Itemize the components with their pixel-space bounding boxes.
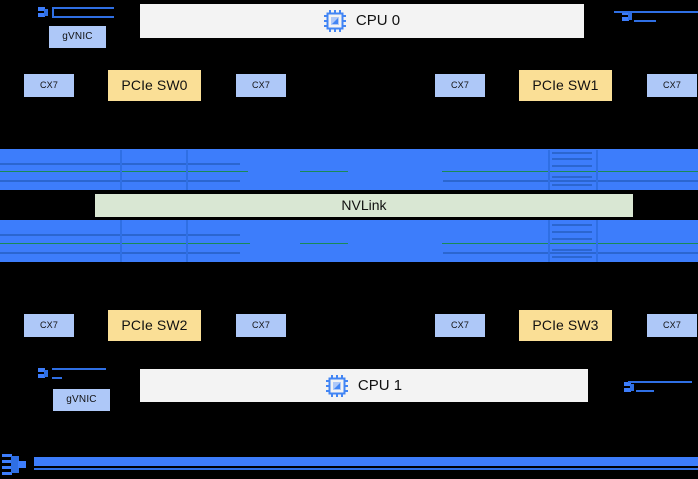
gpu-link-vert-l1 bbox=[548, 220, 550, 262]
gpu-link-green-u1 bbox=[0, 171, 248, 172]
gpu-link-vert-l4 bbox=[186, 220, 188, 262]
gpu-link-blue-l8 bbox=[552, 256, 592, 258]
cx7-block-5[interactable]: CX7 bbox=[236, 314, 286, 337]
nvlink-label: NVLink bbox=[341, 197, 387, 214]
cx7-label-0: CX7 bbox=[39, 79, 59, 90]
cx7-block-3[interactable]: CX7 bbox=[647, 74, 697, 97]
cpu0-label: CPU 0 bbox=[355, 12, 401, 30]
cx7-block-4[interactable]: CX7 bbox=[24, 314, 74, 337]
gvnic-block-top[interactable]: gVNIC bbox=[49, 26, 106, 48]
link-bottom-left-nic-2 bbox=[52, 377, 62, 379]
pcie-sw3-label: PCIe SW3 bbox=[532, 317, 599, 334]
gpu-link-blue-u6 bbox=[552, 165, 592, 167]
cx7-label-6: CX7 bbox=[450, 319, 470, 330]
footer-bus-line bbox=[34, 468, 698, 470]
link-bottom-right-nic-2 bbox=[636, 390, 654, 392]
pcie-sw2-label: PCIe SW2 bbox=[121, 317, 188, 334]
cx7-label-4: CX7 bbox=[39, 319, 59, 330]
cx7-label-7: CX7 bbox=[662, 319, 682, 330]
gpu-link-blue-u5 bbox=[552, 158, 592, 160]
cx7-label-2: CX7 bbox=[450, 79, 470, 90]
network-card-icon-bottom-left bbox=[38, 365, 56, 381]
link-bottom-right-nic bbox=[628, 381, 692, 383]
cx7-block-2[interactable]: CX7 bbox=[435, 74, 485, 97]
cx7-block-1[interactable]: CX7 bbox=[236, 74, 286, 97]
gpu-link-green-l3 bbox=[442, 243, 698, 244]
network-card-icon-top-left bbox=[38, 4, 56, 20]
gpu-link-vert-u2 bbox=[596, 150, 598, 190]
cpu-chip-icon-bottom bbox=[325, 374, 348, 397]
gvnic-label-bottom: gVNIC bbox=[66, 393, 97, 405]
gpu-link-green-u3 bbox=[442, 171, 698, 172]
gpu-link-blue-l5 bbox=[552, 231, 592, 233]
cpu0-block[interactable]: CPU 0 bbox=[140, 4, 584, 38]
cpu1-label: CPU 1 bbox=[357, 376, 403, 394]
pcie-sw0-block[interactable]: PCIe SW0 bbox=[108, 70, 201, 101]
link-top-left-nic bbox=[52, 7, 114, 9]
gpu-link-blue-u8 bbox=[552, 184, 592, 186]
gpu-link-vert-u3 bbox=[120, 150, 122, 190]
network-card-icon-bottom-right bbox=[624, 379, 642, 395]
pcie-sw1-block[interactable]: PCIe SW1 bbox=[519, 70, 612, 101]
cx7-block-7[interactable]: CX7 bbox=[647, 314, 697, 337]
link-top-right-nic-2 bbox=[634, 20, 656, 22]
gpu-link-green-l2 bbox=[300, 243, 348, 244]
gpu-link-blue-l6 bbox=[552, 238, 592, 240]
gpu-link-vert-u1 bbox=[548, 150, 550, 190]
link-top-right-nic bbox=[614, 11, 698, 13]
nvlink-block[interactable]: NVLink bbox=[95, 194, 633, 217]
gpu-link-blue-l7 bbox=[552, 249, 592, 251]
gpu-link-blue-u3 bbox=[443, 180, 698, 182]
pcie-sw0-label: PCIe SW0 bbox=[121, 77, 188, 94]
network-card-icon-top-right bbox=[622, 8, 640, 24]
footer-bus-bar bbox=[34, 457, 698, 466]
cx7-label-5: CX7 bbox=[251, 319, 271, 330]
cx7-block-0[interactable]: CX7 bbox=[24, 74, 74, 97]
gpu-link-green-u2 bbox=[300, 171, 348, 172]
cx7-label-1: CX7 bbox=[251, 79, 271, 90]
gpu-link-vert-l3 bbox=[120, 220, 122, 262]
cx7-label-3: CX7 bbox=[662, 79, 682, 90]
gvnic-block-bottom[interactable]: gVNIC bbox=[53, 389, 110, 411]
gpu-link-vert-u4 bbox=[186, 150, 188, 190]
pcie-sw1-label: PCIe SW1 bbox=[532, 77, 599, 94]
gpu-link-blue-l3 bbox=[443, 252, 698, 254]
gpu-band-lower bbox=[0, 220, 698, 262]
gpu-link-blue-u4 bbox=[552, 152, 592, 154]
cx7-block-6[interactable]: CX7 bbox=[435, 314, 485, 337]
pcie-sw2-block[interactable]: PCIe SW2 bbox=[108, 310, 201, 341]
gpu-link-green-l1 bbox=[0, 243, 250, 244]
link-top-left-nic-2 bbox=[52, 16, 114, 18]
link-bottom-left-nic bbox=[52, 368, 106, 370]
cpu-chip-icon-top bbox=[323, 10, 346, 32]
gpu-link-blue-l4 bbox=[552, 224, 592, 226]
gpu-band-upper bbox=[0, 149, 698, 190]
link-top-left-nic-join bbox=[52, 7, 54, 18]
cpu1-block[interactable]: CPU 1 bbox=[140, 369, 588, 402]
gvnic-label-top: gVNIC bbox=[62, 30, 93, 42]
gpu-link-vert-l2 bbox=[596, 220, 598, 262]
gpu-link-blue-u7 bbox=[552, 176, 592, 178]
pcie-sw3-block[interactable]: PCIe SW3 bbox=[519, 310, 612, 341]
network-stack-icon-footer bbox=[2, 452, 36, 478]
